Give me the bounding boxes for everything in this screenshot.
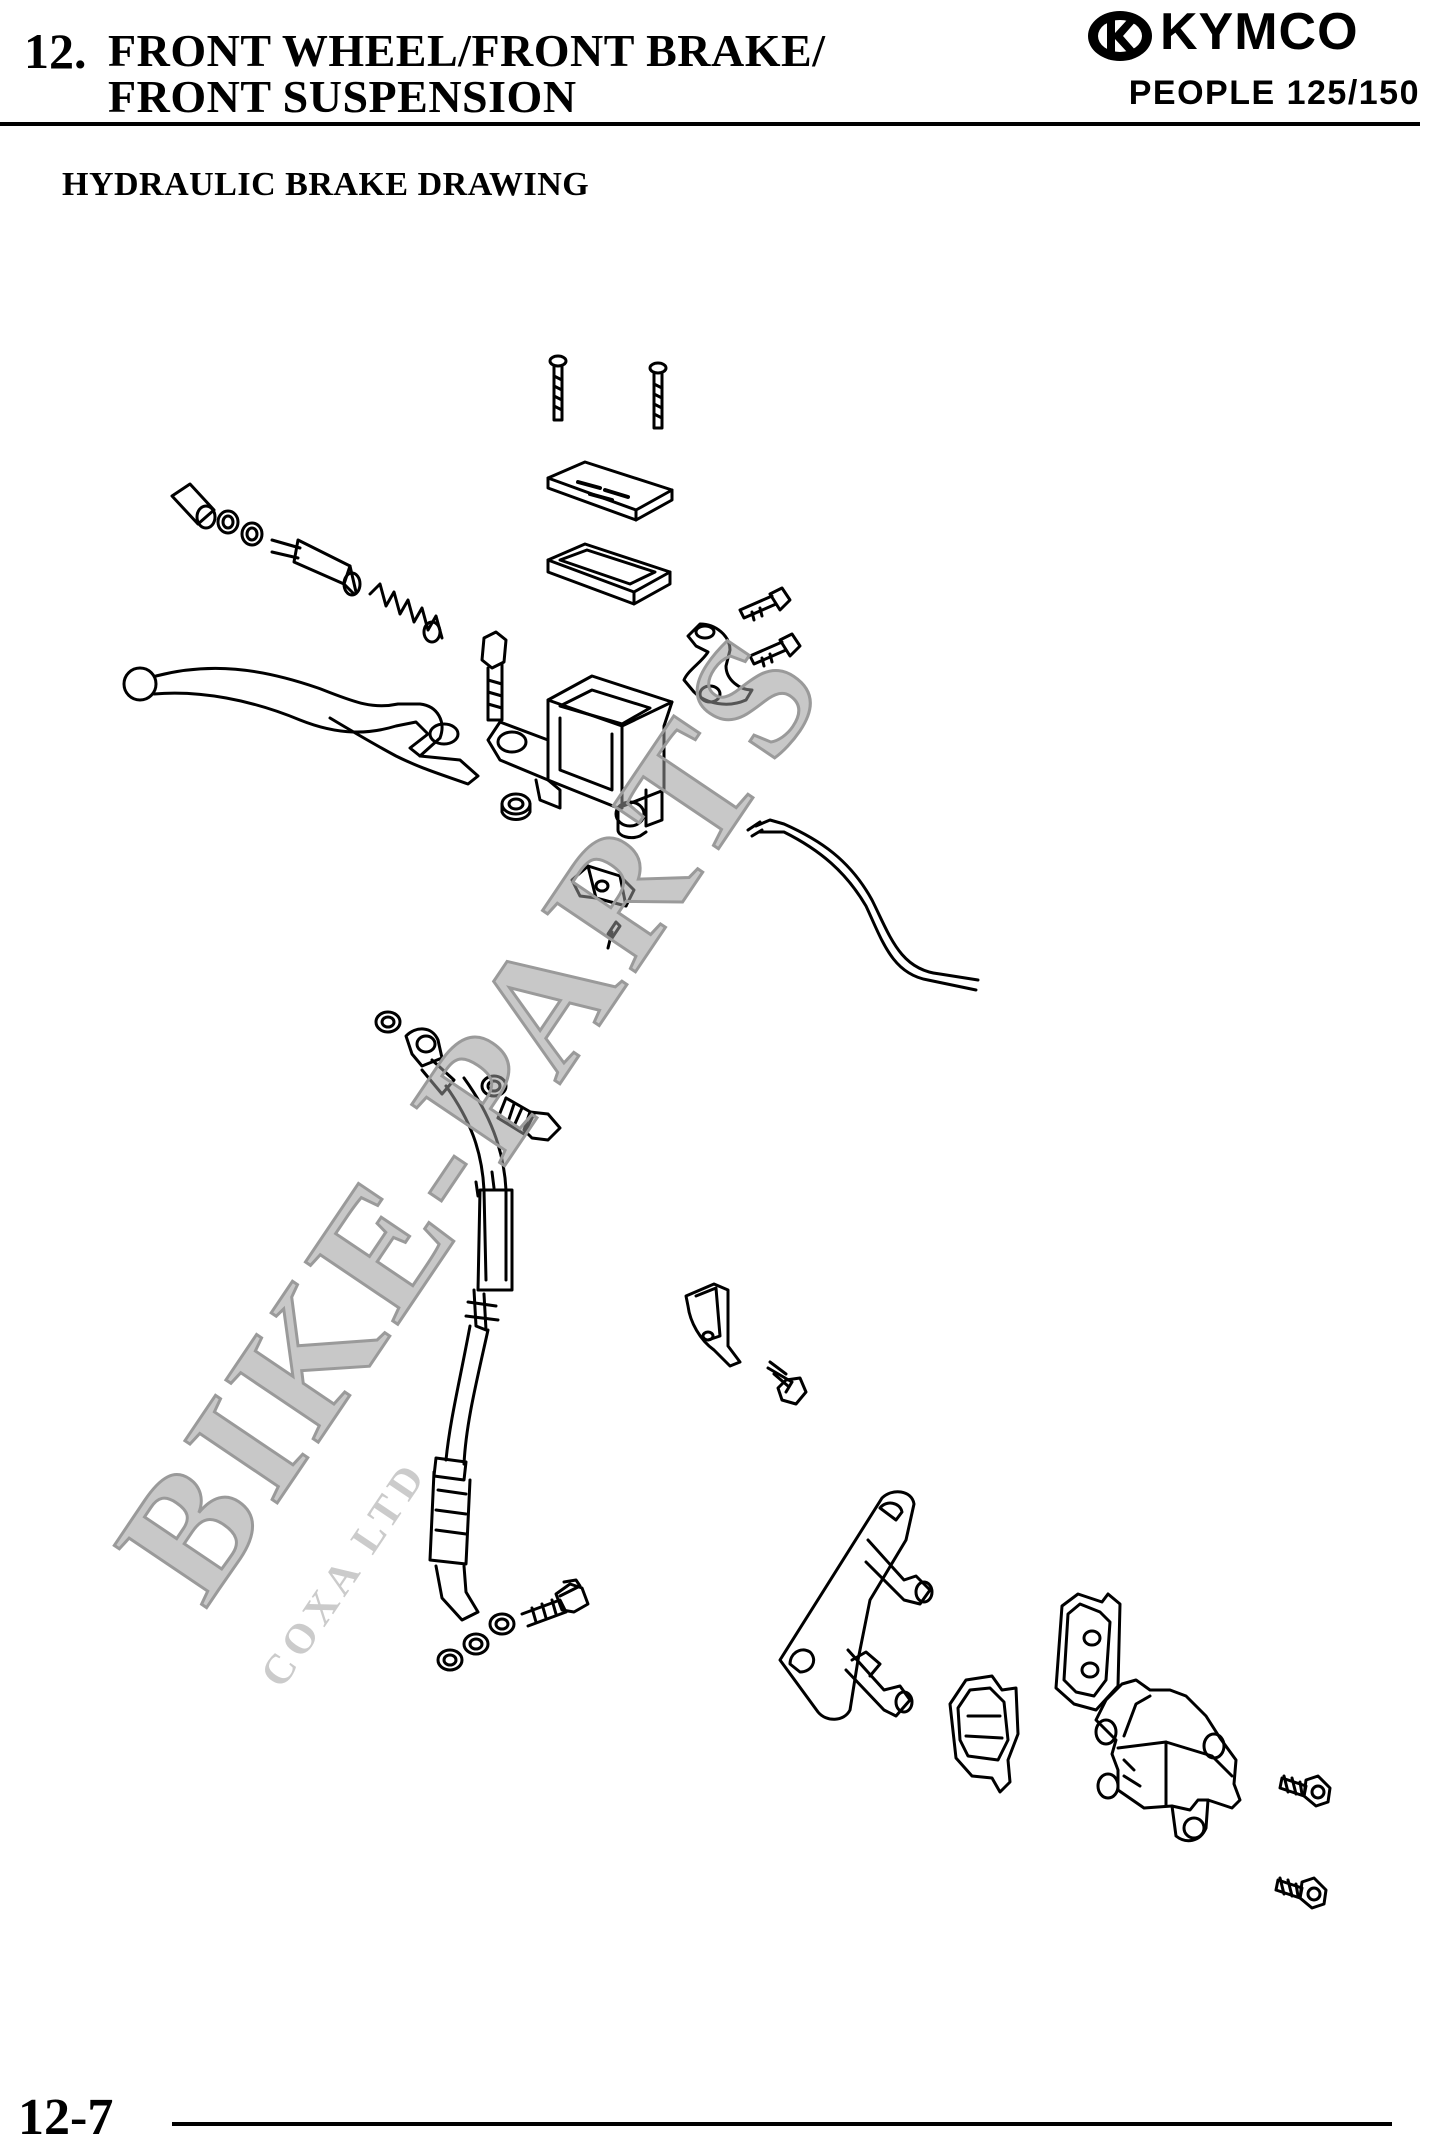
footer-rule xyxy=(172,2122,1392,2126)
chapter-number: 12. xyxy=(24,23,87,79)
page-number: 12-7 xyxy=(18,2089,114,2146)
spring-icon xyxy=(368,582,444,644)
caliper-bracket-icon xyxy=(778,1490,934,1721)
reservoir-screw-icon xyxy=(548,354,568,422)
section-title: HYDRAULIC BRAKE DRAWING xyxy=(62,166,590,203)
piston-icon xyxy=(270,538,362,597)
handlebar-clamp-icon xyxy=(682,622,754,706)
kymco-logo-icon xyxy=(1088,11,1152,61)
oil-bolt-icon xyxy=(520,1578,590,1628)
oil-bolt-icon xyxy=(496,1096,562,1142)
brand-name: KYMCO xyxy=(1160,3,1359,61)
clamp-bolt-icon xyxy=(748,632,802,668)
piston-boot-icon xyxy=(170,482,217,530)
model-name: PEOPLE 125/150 xyxy=(1128,74,1420,112)
reservoir-screw-icon xyxy=(648,361,668,430)
hose-washer-icon xyxy=(436,1612,516,1672)
brake-pad-icon xyxy=(1054,1592,1122,1712)
master-cylinder-icon xyxy=(486,674,674,840)
hose-washer-icon xyxy=(374,1010,508,1098)
banjo-fitting-icon xyxy=(404,1027,456,1096)
washer-icon xyxy=(500,792,532,821)
switch-wire-icon xyxy=(746,818,980,992)
reservoir-cap-icon xyxy=(546,460,674,522)
brake-switch-icon xyxy=(570,864,636,950)
hose-guide-icon xyxy=(684,1282,742,1368)
brake-hose-icon xyxy=(428,1076,514,1622)
chapter-title-line1: FRONT WHEEL/FRONT BRAKE/ xyxy=(108,25,826,76)
caliper-bolt-icon xyxy=(1278,1774,1332,1808)
brake-caliper-icon xyxy=(1094,1678,1242,1843)
clamp-bolt-icon xyxy=(738,586,792,622)
circlip-icon xyxy=(216,509,264,547)
header-rule xyxy=(0,122,1420,126)
pivot-bolt-icon xyxy=(480,630,508,722)
diaphragm-icon xyxy=(546,542,672,606)
brake-lever-icon xyxy=(122,666,480,786)
chapter-title-line2: FRONT SUSPENSION xyxy=(108,71,577,122)
brake-pad-icon xyxy=(948,1674,1020,1794)
caliper-bolt-icon xyxy=(1274,1876,1328,1910)
guide-bolt-icon xyxy=(766,1360,808,1406)
